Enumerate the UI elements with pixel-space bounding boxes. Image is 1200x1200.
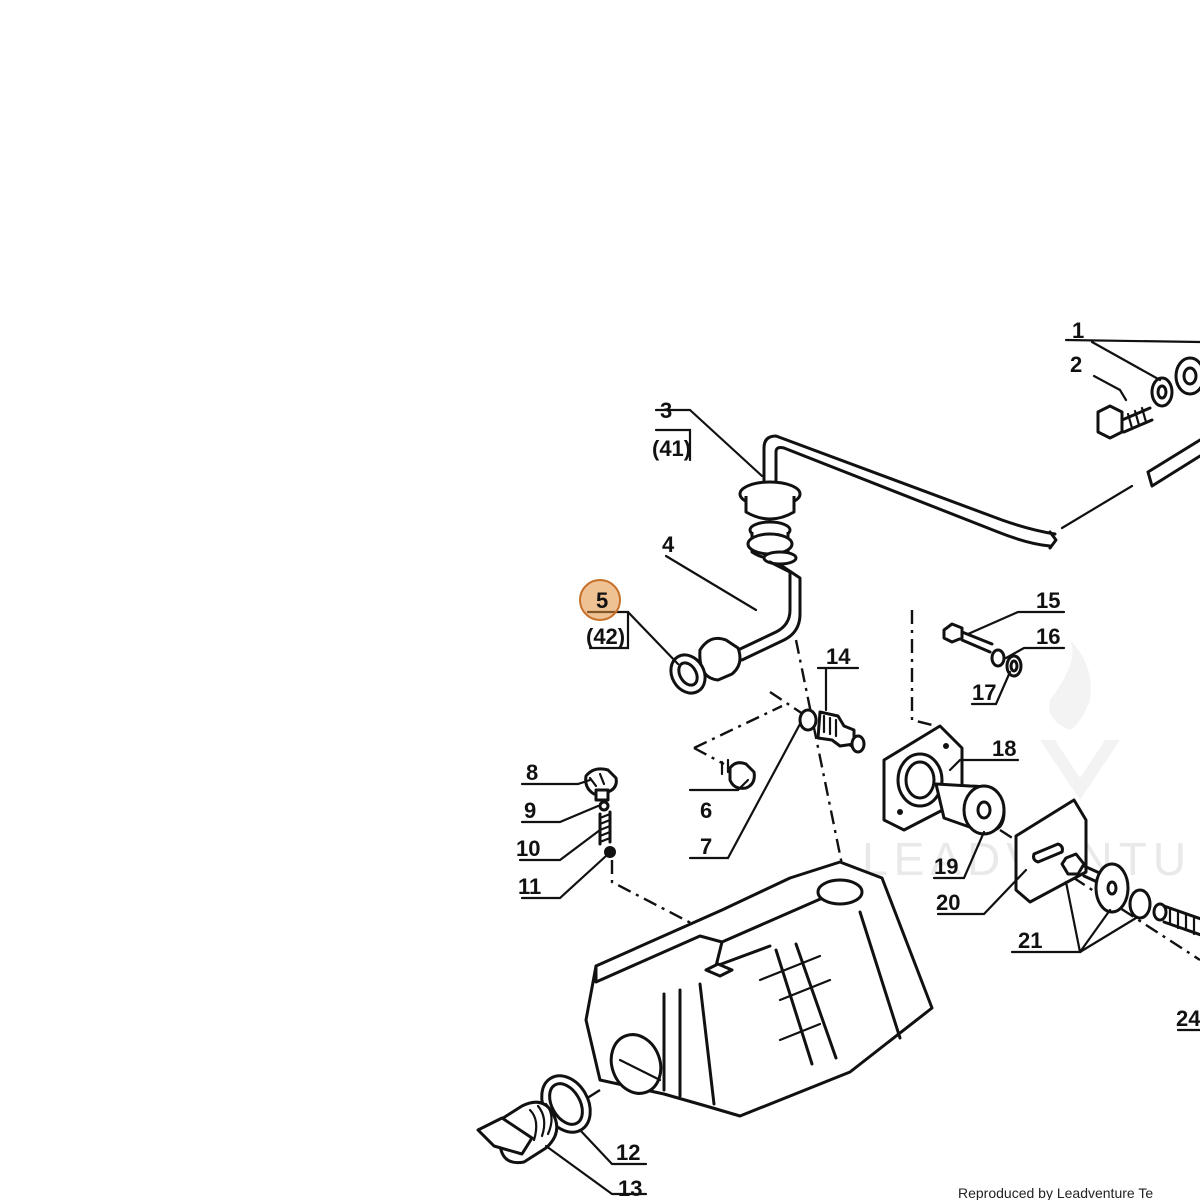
callout-11[interactable]: 11 <box>518 874 541 899</box>
callout-3-ref: (41) <box>652 436 691 461</box>
callout-5[interactable]: 5 <box>596 588 608 613</box>
fuel-pipe-assembly <box>669 434 1058 695</box>
callout-15[interactable]: 15 <box>1036 588 1060 613</box>
centerline-vertical <box>794 639 848 885</box>
cover-plate-assembly <box>882 622 1023 836</box>
callout-6[interactable]: 6 <box>700 798 712 823</box>
callout-8[interactable]: 8 <box>526 760 538 785</box>
callout-17[interactable]: 17 <box>972 680 996 705</box>
callout-labels: 1 2 3 (41) 4 5 (42) 6 7 8 9 10 11 12 13 … <box>516 318 1200 1200</box>
shaft-plate-assembly <box>1014 798 1200 937</box>
centerline-cover <box>910 610 937 728</box>
centerline-bolt6b <box>693 746 725 766</box>
callout-19[interactable]: 19 <box>934 854 958 879</box>
callout-3[interactable]: 3 <box>660 398 672 423</box>
callout-24[interactable]: 24 <box>1176 1006 1200 1031</box>
callout-2[interactable]: 2 <box>1070 352 1082 377</box>
bolt-assembly-top-right <box>1060 356 1200 530</box>
drain-plug-assembly <box>476 1074 592 1165</box>
watermark-logo <box>1040 640 1120 800</box>
callout-16[interactable]: 16 <box>1036 624 1060 649</box>
callout-20[interactable]: 20 <box>936 890 960 915</box>
callout-9[interactable]: 9 <box>524 798 536 823</box>
valve-fitting-14 <box>798 708 866 754</box>
callout-5-ref: (42) <box>586 624 625 649</box>
callout-14[interactable]: 14 <box>826 644 851 669</box>
leader-lines <box>518 338 1200 1196</box>
bolt-6 <box>720 758 756 790</box>
callout-18[interactable]: 18 <box>992 736 1016 761</box>
relief-valve-parts <box>584 767 618 858</box>
callout-10[interactable]: 10 <box>516 836 540 861</box>
pump-housing <box>545 860 934 1126</box>
highlight-marker[interactable] <box>579 579 621 621</box>
callout-7[interactable]: 7 <box>700 834 712 859</box>
centerline-bolt6 <box>693 704 783 750</box>
callout-12[interactable]: 12 <box>616 1140 640 1165</box>
callout-13[interactable]: 13 <box>618 1176 642 1200</box>
footer-credit: Reproduced by Leadventure Te <box>958 1185 1153 1200</box>
callout-4[interactable]: 4 <box>662 532 675 557</box>
callout-21[interactable]: 21 <box>1018 928 1042 953</box>
callout-1[interactable]: 1 <box>1072 318 1084 343</box>
